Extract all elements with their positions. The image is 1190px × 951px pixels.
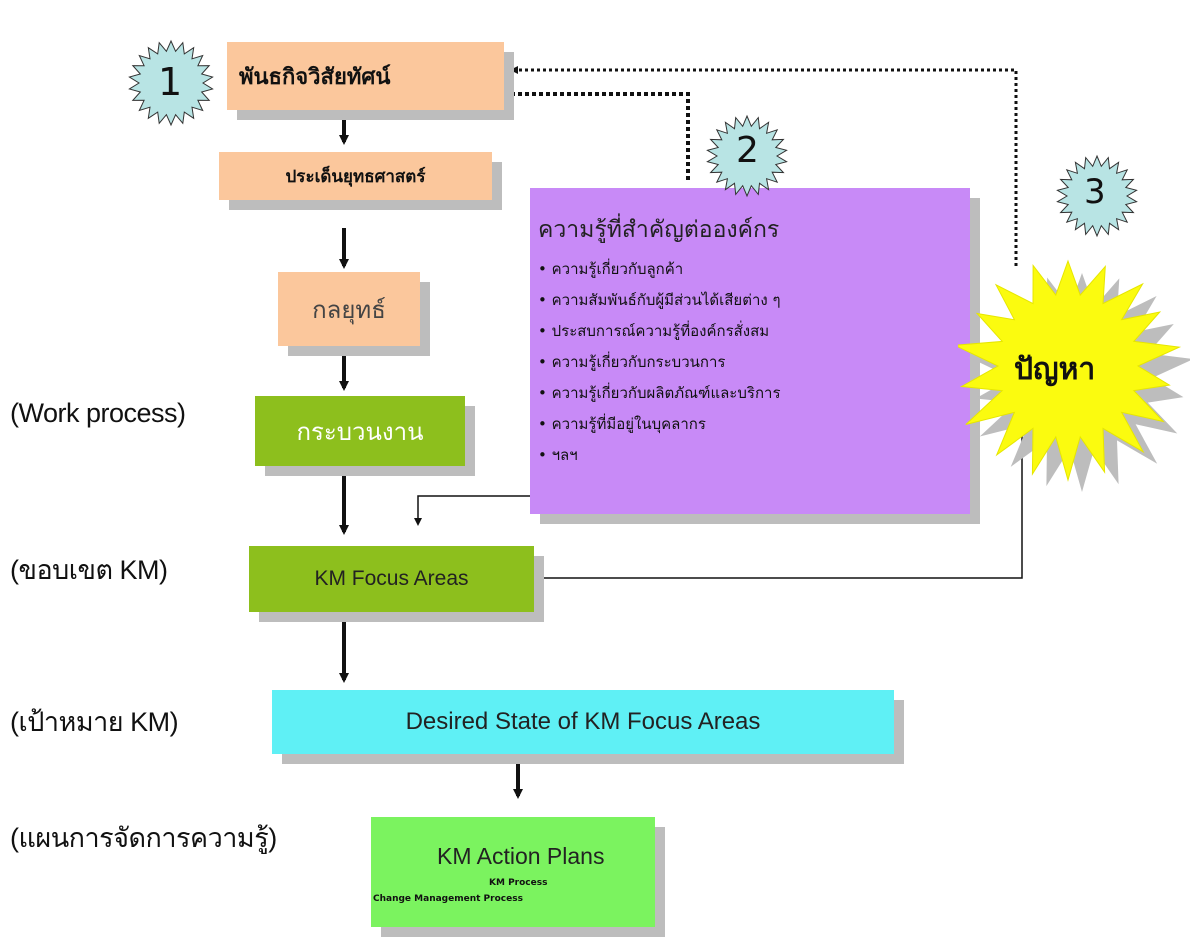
knowledge-item: ฯลฯ (538, 440, 781, 471)
strategic-issues-label: ประเด็นยุทธศาสตร์ (285, 166, 426, 187)
problem-label: ปัญหา (1014, 352, 1096, 387)
line-problem-to-focus (514, 420, 1023, 582)
desired-state-box: Desired State of KM Focus Areas (272, 690, 894, 754)
badge-2-number: 2 (736, 130, 759, 171)
km-focus-areas-label: KM Focus Areas (314, 567, 469, 590)
badge-1-number: 1 (158, 60, 183, 104)
knowledge-item: ความสัมพันธ์กับผู้มีส่วนได้เสียต่าง ๆ (538, 285, 781, 316)
knowledge-item: ประสบการณ์ความรู้ที่องค์กรสั่งสม (538, 316, 781, 347)
knowledge-panel-title: ความรู้ที่สำคัญต่อองค์กร (538, 217, 780, 243)
badge-3-number: 3 (1084, 172, 1106, 212)
line-knowledge-to-focus (414, 495, 530, 526)
change-management-label: Change Management Process (373, 894, 523, 904)
km-action-plans-box: KM Action Plans KM Process Change Manage… (371, 817, 655, 927)
side-label-km-plan: (แผนการจัดการความรู้) (10, 823, 277, 853)
knowledge-panel: ความรู้ที่สำคัญต่อองค์กร ความรู้เกี่ยวกั… (530, 188, 970, 514)
work-process-box: กระบวนงาน (255, 396, 465, 466)
km-process-label: KM Process (489, 878, 548, 888)
mission-vision-box: พันธกิจวิสัยทัศน์ (227, 42, 504, 110)
mission-vision-label: พันธกิจวิสัยทัศน์ (239, 64, 391, 90)
side-label-work-process: (Work process) (10, 398, 186, 428)
knowledge-item: ความรู้เกี่ยวกับกระบวนการ (538, 347, 781, 378)
knowledge-list: ความรู้เกี่ยวกับลูกค้า ความสัมพันธ์กับผู… (538, 254, 781, 471)
knowledge-item: ความรู้เกี่ยวกับลูกค้า (538, 254, 781, 285)
side-label-km-scope: (ขอบเขต KM) (10, 555, 168, 585)
dotted-knowledge-to-mission (503, 89, 690, 180)
badge-1 (128, 39, 214, 127)
knowledge-item: ความรู้ที่มีอยู่ในบุคลากร (538, 409, 781, 440)
knowledge-item: ความรู้เกี่ยวกับผลิตภัณฑ์และบริการ (538, 378, 781, 409)
km-action-plans-title: KM Action Plans (437, 843, 605, 869)
work-process-label: กระบวนงาน (296, 417, 424, 446)
strategy-box: กลยุทธ์ (278, 272, 420, 346)
badge-3 (1056, 154, 1138, 238)
problem-starburst (958, 259, 1190, 492)
strategy-label: กลยุทธ์ (312, 295, 386, 324)
badge-2 (706, 114, 788, 198)
desired-state-label: Desired State of KM Focus Areas (405, 708, 761, 735)
strategic-issues-box: ประเด็นยุทธศาสตร์ (219, 152, 492, 200)
km-focus-areas-box: KM Focus Areas (249, 546, 534, 612)
side-label-km-goal: (เป้าหมาย KM) (10, 707, 179, 737)
